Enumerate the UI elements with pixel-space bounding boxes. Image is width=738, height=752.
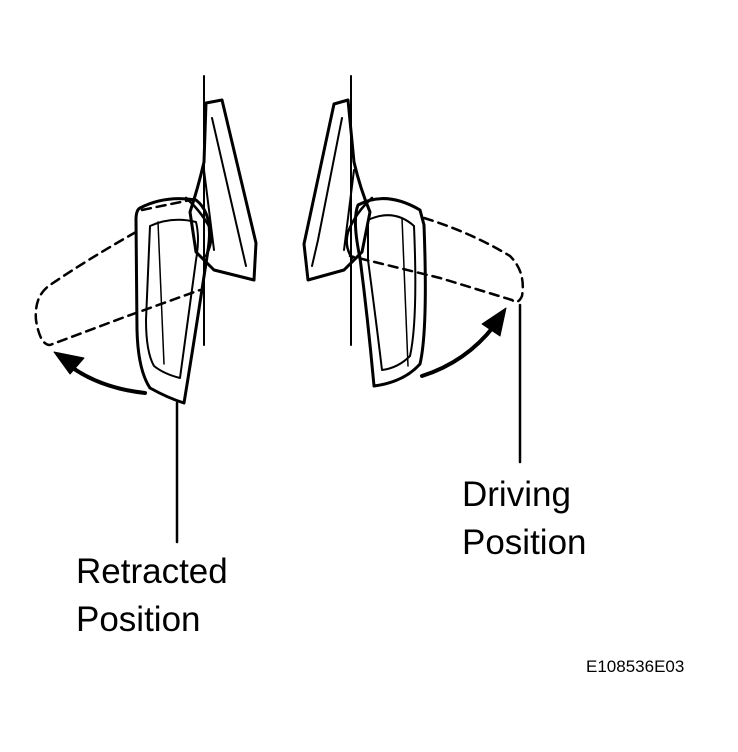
- retracted-label-line-1: Retracted: [76, 552, 228, 591]
- right-mirror-ghost-outline: [348, 216, 524, 304]
- left-rotation-arrow: [68, 364, 147, 395]
- driving-position-label: Driving Position: [462, 471, 587, 567]
- retracted-position-label: Retracted Position: [76, 548, 228, 644]
- right-mirror-base-detail: [311, 117, 343, 267]
- left-mirror-base: [188, 98, 258, 282]
- left-mirror-glass: [145, 218, 199, 379]
- left-mirror-ghost-outline: [34, 230, 202, 347]
- driving-label-line-2: Position: [462, 523, 587, 562]
- left-mirror-head: [134, 197, 211, 405]
- driving-label-line-1: Driving: [462, 475, 571, 514]
- right-mirror-assembly: [302, 75, 524, 464]
- left-arrowhead: [53, 351, 85, 375]
- left-mirror-glass-edge: [157, 221, 165, 365]
- left-mirror-base-detail: [211, 117, 247, 267]
- right-arrowhead: [481, 307, 507, 337]
- left-mirror-assembly: [34, 75, 258, 544]
- left-mirror-ghost-top: [140, 196, 202, 212]
- figure-code: E108536E03: [586, 657, 685, 676]
- right-mirror-base-detail-2: [343, 169, 355, 251]
- right-mirror-hinge: [345, 196, 374, 260]
- right-rotation-arrow: [420, 324, 496, 378]
- retracted-label-line-2: Position: [76, 600, 201, 639]
- right-mirror-glass: [367, 214, 417, 371]
- right-mirror-glass-edge: [401, 217, 409, 367]
